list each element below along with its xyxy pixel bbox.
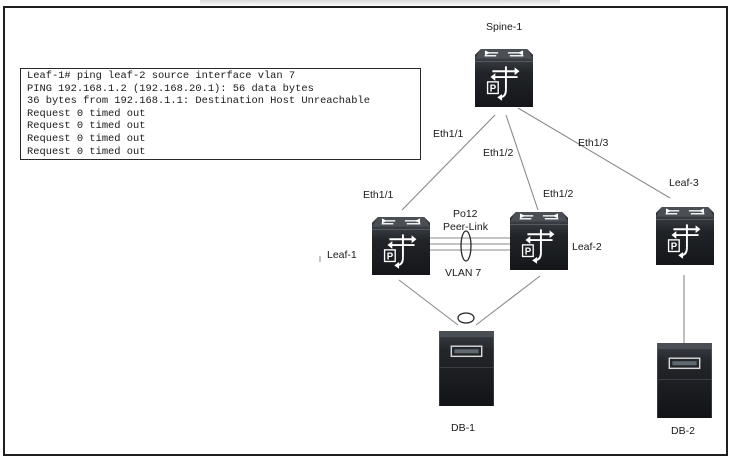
leaf3-switch-icon — [656, 205, 714, 267]
vpc-ring — [457, 312, 475, 324]
portchannel-ring — [460, 230, 472, 262]
leaf2-label: Leaf-2 — [572, 241, 602, 253]
leaf3-label: Leaf-3 — [669, 177, 699, 189]
cli-output-box: Leaf-1# ping leaf-2 source interface vla… — [20, 68, 421, 160]
link-leaf1-db1 — [398, 279, 459, 326]
network-links — [398, 107, 685, 343]
link-spine-leaf1 — [401, 114, 496, 211]
po12-label: Po12 — [453, 208, 478, 220]
leaf1-switch-icon — [372, 215, 430, 277]
spine-eth13-label: Eth1/3 — [578, 137, 609, 149]
spine-eth11-label: Eth1/1 — [433, 128, 464, 140]
link-spine-leaf3 — [517, 107, 671, 199]
cli-line-timeout: Request 0 timed out — [27, 132, 146, 145]
db1-server-icon — [439, 331, 494, 406]
db2-label: DB-2 — [671, 425, 695, 437]
spine-eth12-label: Eth1/2 — [483, 147, 514, 159]
leaf2-switch-icon — [510, 210, 568, 272]
vlan7-label: VLAN 7 — [445, 267, 481, 279]
leaf1-eth11-label: Eth1/1 — [363, 189, 394, 201]
cli-line-unreachable: 36 bytes from 192.168.1.1: Destination H… — [27, 95, 370, 108]
spine1-label: Spine-1 — [486, 21, 522, 33]
cli-line-timeout: Request 0 timed out — [27, 145, 146, 158]
db1-label: DB-1 — [451, 422, 475, 434]
cli-line-ping: PING 192.168.1.2 (192.168.20.1): 56 data… — [27, 82, 314, 95]
link-spine-leaf2 — [505, 114, 539, 211]
peer-link-label: Peer-Link — [443, 221, 489, 233]
leaf1-label: Leaf-1 — [327, 249, 357, 261]
link-leaf2-db1 — [475, 275, 541, 326]
cli-line-timeout: Request 0 timed out — [27, 107, 146, 120]
db2-server-icon — [657, 343, 712, 418]
cli-line-timeout: Request 0 timed out — [27, 120, 146, 133]
cli-line-command: Leaf-1# ping leaf-2 source interface vla… — [27, 70, 296, 82]
spine1-switch-icon — [475, 47, 533, 109]
top-shadow — [200, 0, 560, 6]
leaf2-eth12-label: Eth1/2 — [543, 188, 574, 200]
